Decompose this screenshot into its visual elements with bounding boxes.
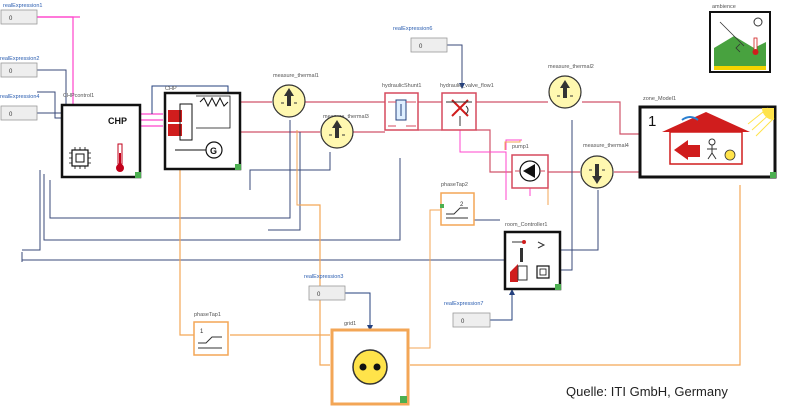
measure-thermal3-block[interactable]: measure_thermal3	[320, 114, 369, 149]
hydraulic-valve-block[interactable]: hydraulic_valve_flow1	[440, 83, 494, 131]
measure-thermal3-label: measure_thermal3	[323, 114, 369, 120]
expression-e4-value: 0	[9, 112, 13, 118]
chp-controller-block[interactable]: CHPcontrol1 CHP	[60, 93, 142, 179]
pump-block[interactable]: pump1	[511, 144, 549, 189]
ambience-label: ambience	[712, 4, 736, 10]
sun-icon	[747, 107, 775, 137]
status-indicator-icon	[555, 284, 561, 290]
expression-e3-label: realExpression3	[304, 274, 343, 280]
house-icon	[662, 112, 750, 165]
power-socket-icon	[352, 349, 388, 385]
measure-thermal1-block[interactable]: measure_thermal1	[272, 73, 319, 118]
phase-tap2-label: phaseTap2	[441, 182, 468, 188]
expression-e7-value: 0	[461, 319, 465, 325]
expression-e6-value: 0	[419, 44, 423, 50]
pump-label: pump1	[512, 144, 529, 150]
phase-tap-icon	[446, 207, 468, 219]
grid-block[interactable]: grid1	[330, 321, 410, 406]
pump-icon	[515, 160, 545, 182]
svg-text:G: G	[210, 146, 217, 156]
hydraulic-shunt-label: hydraulicShunt1	[382, 83, 421, 89]
expression-e1[interactable]: realExpression1 0	[0, 3, 42, 25]
status-indicator-icon	[400, 396, 407, 403]
phase-tap2-block[interactable]: phaseTap2 2	[440, 182, 475, 226]
expression-e4-label: realExpression4	[0, 94, 39, 100]
generator-icon: G	[175, 141, 223, 159]
phase-tap2-value: 2	[460, 202, 464, 208]
status-indicator-icon	[440, 204, 444, 208]
source-credit: Quelle: ITI GmbH, Germany	[566, 384, 728, 399]
shunt-icon	[388, 99, 416, 127]
hydraulic-valve-label: hydraulic_valve_flow1	[440, 83, 494, 89]
room-controller-block[interactable]: room_Controller1	[503, 222, 562, 291]
chip-icon	[536, 265, 550, 279]
measure-thermal2-block[interactable]: measure_thermal2	[548, 64, 594, 109]
expression-e4[interactable]: realExpression4 0	[0, 94, 39, 121]
measure-thermal1-label: measure_thermal1	[273, 73, 319, 79]
heat-exchanger-icon	[168, 95, 231, 141]
phase-tap1-label: phaseTap1	[194, 312, 221, 318]
valve-icon	[446, 99, 472, 126]
status-indicator-icon	[235, 164, 241, 170]
thermometer-icon	[116, 143, 124, 172]
zone-model-label: zone_Model1	[643, 96, 676, 102]
phase-tap1-block[interactable]: phaseTap1 1	[193, 312, 229, 356]
thermometer-gauge-icon	[589, 164, 605, 184]
expression-e2[interactable]: realExpression2 0	[0, 56, 39, 78]
thermometer-gauge-icon	[329, 120, 345, 138]
expression-e2-value: 0	[9, 69, 13, 75]
expression-e1-value: 0	[9, 16, 13, 22]
grid-label: grid1	[344, 321, 356, 327]
chp-block[interactable]: CHP G	[163, 86, 242, 171]
chp-label: CHP	[165, 86, 177, 92]
expression-e7[interactable]: realExpression7 0	[444, 301, 491, 328]
sensor-icon	[512, 240, 546, 262]
zone-model-number: 1	[648, 113, 656, 130]
expression-e6[interactable]: realExpression6 0	[393, 26, 448, 53]
status-indicator-icon	[770, 172, 776, 178]
expression-e2-label: realExpression2	[0, 56, 39, 62]
chip-icon	[69, 147, 91, 169]
expression-e1-label: realExpression1	[3, 3, 42, 9]
phase-tap1-value: 1	[200, 329, 204, 335]
thermometer-gauge-icon	[281, 88, 297, 106]
chp-controller-label: CHPcontrol1	[63, 93, 94, 99]
connection-lines	[21, 16, 741, 366]
room-heater-icon	[510, 264, 528, 282]
weather-icon	[714, 16, 766, 70]
ambience-block[interactable]: ambience	[709, 4, 771, 73]
status-indicator-icon	[135, 172, 141, 178]
chp-controller-title: CHP	[108, 116, 127, 126]
expression-e7-label: realExpression7	[444, 301, 483, 307]
expression-e3-value: 0	[317, 292, 321, 298]
measure-thermal2-label: measure_thermal2	[548, 64, 594, 70]
measure-thermal4-block[interactable]: measure_thermal4	[580, 143, 629, 189]
hydraulic-shunt-block[interactable]: hydraulicShunt1	[382, 83, 421, 131]
expression-e3[interactable]: realExpression3 0	[304, 274, 346, 301]
zone-model-block[interactable]: zone_Model1 1	[638, 96, 777, 179]
room-controller-label: room_Controller1	[505, 222, 548, 228]
phase-tap-icon	[198, 336, 222, 349]
expression-e6-label: realExpression6	[393, 26, 432, 32]
thermometer-gauge-icon	[557, 80, 573, 98]
measure-thermal4-label: measure_thermal4	[583, 143, 629, 149]
